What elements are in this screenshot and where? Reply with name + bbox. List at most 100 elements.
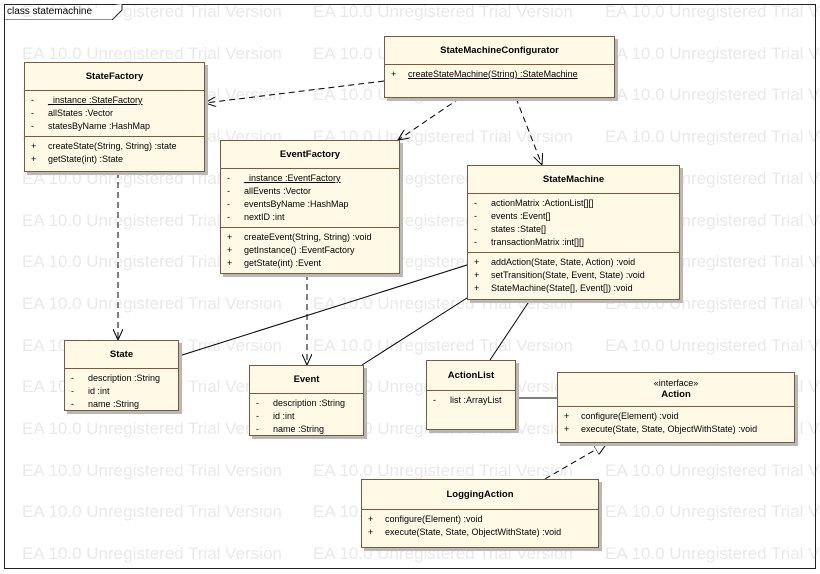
operations-section: +createState(String, String) :state+getS… bbox=[25, 137, 204, 169]
visibility-marker: - bbox=[474, 198, 477, 208]
class-action-list[interactable]: ActionList -list :ArrayList bbox=[426, 360, 516, 430]
class-member: + createStateMachine(String) :StateMachin… bbox=[385, 68, 614, 81]
watermark-text: EA 10.0 Unregistered Trial Version bbox=[313, 460, 573, 480]
class-member: -statesByName :HashMap bbox=[25, 120, 204, 133]
visibility-marker: - bbox=[31, 95, 34, 105]
attributes-section: - _instance :StateFactory - allStates :Vect… bbox=[25, 91, 204, 137]
visibility-marker: + bbox=[474, 270, 480, 280]
visibility-marker: - bbox=[31, 108, 34, 118]
class-name: ActionList bbox=[447, 370, 495, 381]
watermark-text: EA 10.0 Unregistered Trial Version bbox=[22, 460, 282, 480]
class-member: + setTransition(State, Event, State) :voi… bbox=[468, 269, 679, 282]
class-member: -allEvents :Vector bbox=[221, 185, 399, 198]
watermark-text: EA 10.0 Unregistered Trial Version bbox=[605, 502, 820, 522]
operations-section: +configure(Element) :void+execute(State,… bbox=[558, 407, 794, 439]
visibility-marker: - bbox=[227, 212, 230, 222]
visibility-marker: - bbox=[31, 121, 34, 131]
member-signature: getInstance() :EventFactory bbox=[244, 245, 355, 255]
class-name: StateFactory bbox=[85, 71, 144, 82]
realization-loggingaction-action bbox=[544, 443, 607, 480]
class-member: - _instance :StateFactory bbox=[25, 94, 204, 107]
watermark-text: EA 10.0 Unregistered Trial Version bbox=[22, 419, 282, 438]
class-member: -description :String bbox=[250, 397, 363, 410]
operations-section: +createEvent(String, String) :void+getIn… bbox=[221, 228, 399, 273]
class-member: +getInstance() :EventFactory bbox=[221, 244, 399, 257]
interface-action[interactable]: «interface» Action +configure(Element) :… bbox=[557, 372, 795, 443]
dependency-configurator-eventfactory bbox=[398, 97, 461, 140]
visibility-marker: + bbox=[474, 283, 480, 293]
class-member: -events :Event[] bbox=[468, 210, 679, 223]
class-name: State bbox=[109, 349, 134, 360]
watermark-text: EA 10.0 Unregistered Trial Version bbox=[313, 544, 573, 564]
aggregation-statemachine-actionlist bbox=[489, 300, 530, 361]
member-signature: createStateMachine(String) :StateMachine bbox=[408, 69, 578, 79]
visibility-marker: - bbox=[474, 224, 477, 234]
visibility-marker: - bbox=[227, 199, 230, 209]
watermark-text: EA 10.0 Unregistered Trial Version bbox=[313, 335, 573, 355]
visibility-marker: + bbox=[564, 424, 570, 434]
member-signature: states :State[] bbox=[491, 224, 547, 234]
class-state-factory[interactable]: StateFactory - _instance :StateFactory - al… bbox=[24, 62, 205, 172]
attributes-section: -description :String- id :int -name :Strin… bbox=[250, 394, 363, 439]
visibility-marker: - bbox=[71, 373, 74, 383]
class-member: + execute(State, State, ObjectWithState) … bbox=[362, 526, 598, 539]
watermark-text: EA 10.0 Unregistered Trial Version bbox=[22, 168, 282, 188]
member-signature: allEvents :Vector bbox=[244, 186, 312, 196]
class-event-factory[interactable]: EventFactory -_instance :EventFactory-al… bbox=[220, 140, 400, 274]
member-signature: _instance :StateFactory bbox=[48, 95, 143, 105]
class-logging-action[interactable]: LoggingAction +configure(Element) :void+… bbox=[361, 479, 599, 548]
member-signature: id :int bbox=[273, 411, 295, 421]
member-signature: setTransition(State, Event, State) :void bbox=[491, 270, 645, 280]
member-signature: _instance :EventFactory bbox=[244, 173, 341, 183]
class-member: +createEvent(String, String) :void bbox=[221, 231, 399, 244]
member-signature: eventsByName :HashMap bbox=[244, 199, 349, 209]
attributes-section: -description :String-id :int-name :Strin… bbox=[65, 369, 178, 414]
member-signature: id :int bbox=[88, 386, 110, 396]
attributes-section: -list :ArrayList bbox=[427, 391, 515, 410]
class-name: EventFactory bbox=[279, 149, 341, 160]
frame-label-tab bbox=[4, 4, 123, 20]
class-member: +addAction(State, State, Action) :void bbox=[468, 256, 679, 269]
class-name: StateMachine bbox=[542, 174, 605, 185]
member-signature: allStates :Vector bbox=[48, 108, 114, 118]
class-member: -name :String bbox=[250, 423, 363, 436]
class-name: Action bbox=[661, 389, 691, 400]
class-name: Event bbox=[293, 374, 320, 385]
watermark-text: EA 10.0 Unregistered Trial Version bbox=[605, 85, 820, 105]
class-member: - actionMatrix :ActionList[][] bbox=[468, 197, 679, 210]
attributes-section: -actionMatrix :ActionList[][]-events :Ev… bbox=[468, 194, 679, 253]
member-signature: StateMachine(State[], Event[]) :void bbox=[491, 283, 633, 293]
stereotype-label: «interface» bbox=[653, 378, 699, 388]
class-state-machine-configurator[interactable]: StateMachineConfigurator +createStateMac… bbox=[384, 36, 615, 98]
class-member: -name :String bbox=[65, 398, 178, 411]
member-signature: addAction(State, State, Action) :void bbox=[491, 257, 636, 267]
class-event[interactable]: Event -description :String- id :int -name … bbox=[249, 365, 364, 436]
member-signature: description :String bbox=[273, 398, 346, 408]
class-member: +getState(int) :State bbox=[25, 153, 204, 166]
visibility-marker: + bbox=[31, 154, 37, 164]
diagram-frame bbox=[4, 4, 816, 569]
member-signature: transactionMatrix :int[][] bbox=[491, 237, 585, 247]
class-member: - allStates :Vector bbox=[25, 107, 204, 120]
visibility-marker: + bbox=[368, 527, 374, 537]
visibility-marker: + bbox=[564, 411, 570, 421]
member-signature: name :String bbox=[273, 424, 325, 434]
class-member: -_instance :EventFactory bbox=[221, 172, 399, 185]
class-state[interactable]: State -description :String-id :int-name … bbox=[64, 340, 179, 411]
watermark-text: EA 10.0 Unregistered Trial Version bbox=[22, 210, 282, 230]
member-signature: events :Event[] bbox=[491, 211, 551, 221]
visibility-marker: - bbox=[256, 411, 259, 421]
class-state-machine[interactable]: StateMachine - actionMatrix :ActionList[]… bbox=[467, 165, 680, 300]
dependency-configurator-statemachine bbox=[515, 97, 542, 165]
member-signature: nextID :int bbox=[244, 212, 285, 222]
watermark-text: EA 10.0 Unregistered Trial Version bbox=[22, 252, 282, 272]
member-signature: execute(State, State, ObjectWithState) :… bbox=[385, 527, 562, 537]
visibility-marker: + bbox=[391, 69, 397, 79]
class-member: +execute(State, State, ObjectWithState) … bbox=[558, 423, 794, 436]
class-member: - nextID :int bbox=[221, 211, 399, 224]
class-member: +configure(Element) :void bbox=[558, 410, 794, 423]
class-member: + StateMachine(State[], Event[]) :void bbox=[468, 282, 679, 295]
member-signature: actionMatrix :ActionList[][] bbox=[491, 198, 594, 208]
member-signature: list :ArrayList bbox=[450, 395, 502, 405]
